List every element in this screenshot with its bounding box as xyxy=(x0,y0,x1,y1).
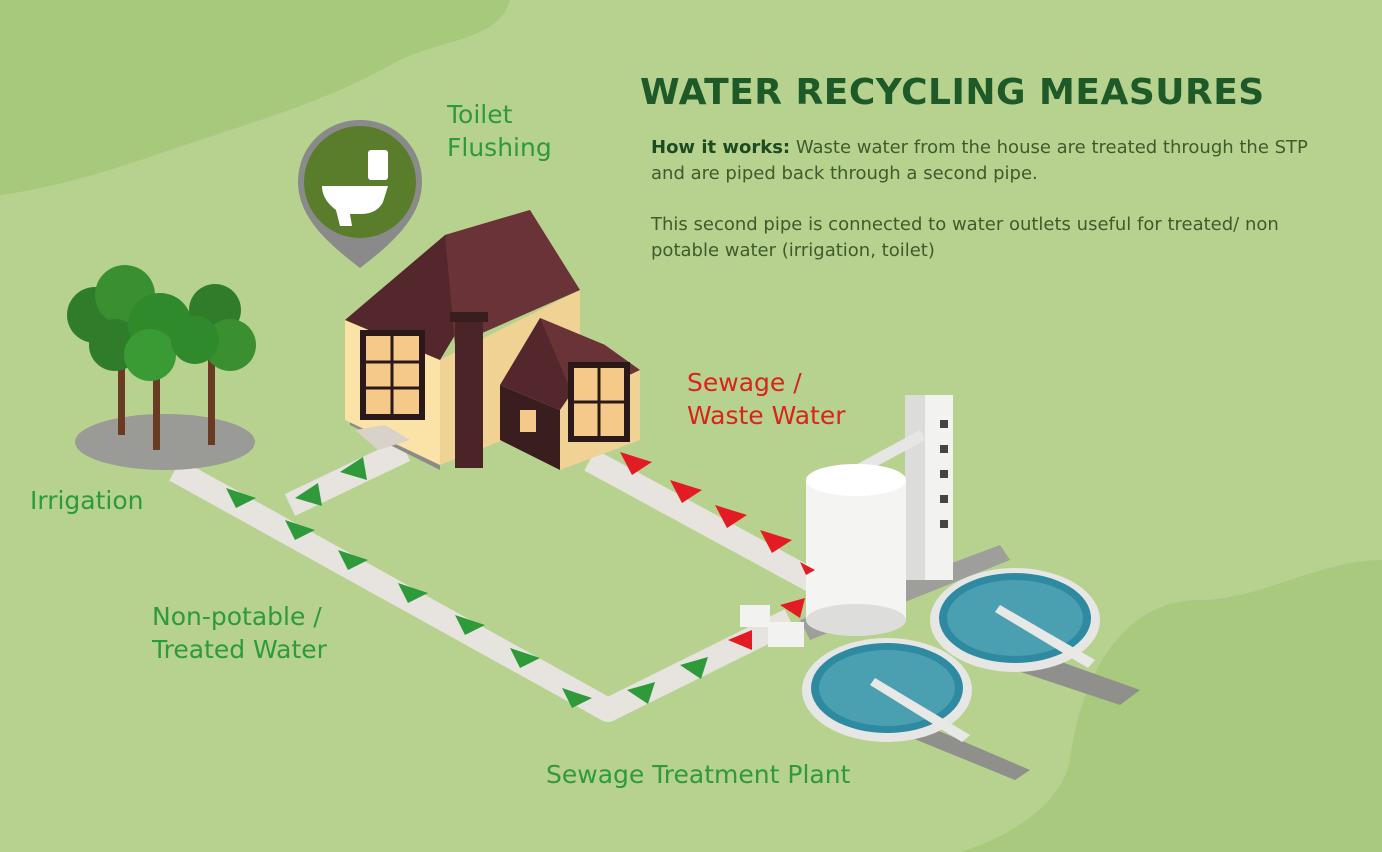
bg-blob-bottom-right xyxy=(960,560,1382,852)
how-it-works-label: How it works: xyxy=(651,137,791,158)
label-sewage-line2: Waste Water xyxy=(687,401,846,430)
trees xyxy=(67,265,256,470)
how-it-works-paragraph: How it works: Waste water from the house… xyxy=(651,135,1331,187)
label-nonpotable-line1: Non-potable / xyxy=(152,602,322,631)
label-sewage-waste-water: Sewage / Waste Water xyxy=(687,366,846,432)
pipes xyxy=(169,439,826,722)
second-pipe-paragraph: This second pipe is connected to water o… xyxy=(651,214,1279,261)
label-toilet-line1: Toilet xyxy=(447,100,513,129)
toilet-pin-icon xyxy=(298,120,422,268)
tree-shadow xyxy=(75,414,255,470)
label-nonpotable-line2: Treated Water xyxy=(152,635,327,664)
sewage-arrows xyxy=(620,452,815,650)
label-irrigation: Irrigation xyxy=(30,486,144,515)
house xyxy=(345,210,640,470)
sewage-pipe xyxy=(584,449,826,596)
label-non-potable-treated-water: Non-potable / Treated Water xyxy=(152,600,327,666)
label-toilet-line2: Flushing xyxy=(447,133,552,162)
page-title: WATER RECYCLING MEASURES xyxy=(640,72,1265,113)
label-toilet-flushing: Toilet Flushing xyxy=(447,98,552,164)
label-sewage-treatment-plant: Sewage Treatment Plant xyxy=(546,760,851,789)
clarifier-tanks xyxy=(802,568,1140,780)
treated-water-arrows xyxy=(226,457,708,708)
treated-pipe xyxy=(169,459,796,722)
label-sewage-line1: Sewage / xyxy=(687,368,802,397)
how-it-works-text: Waste water from the house are treated t… xyxy=(651,137,1308,184)
bg-blob-top-left xyxy=(0,0,510,195)
treatment-tower xyxy=(740,395,1010,647)
